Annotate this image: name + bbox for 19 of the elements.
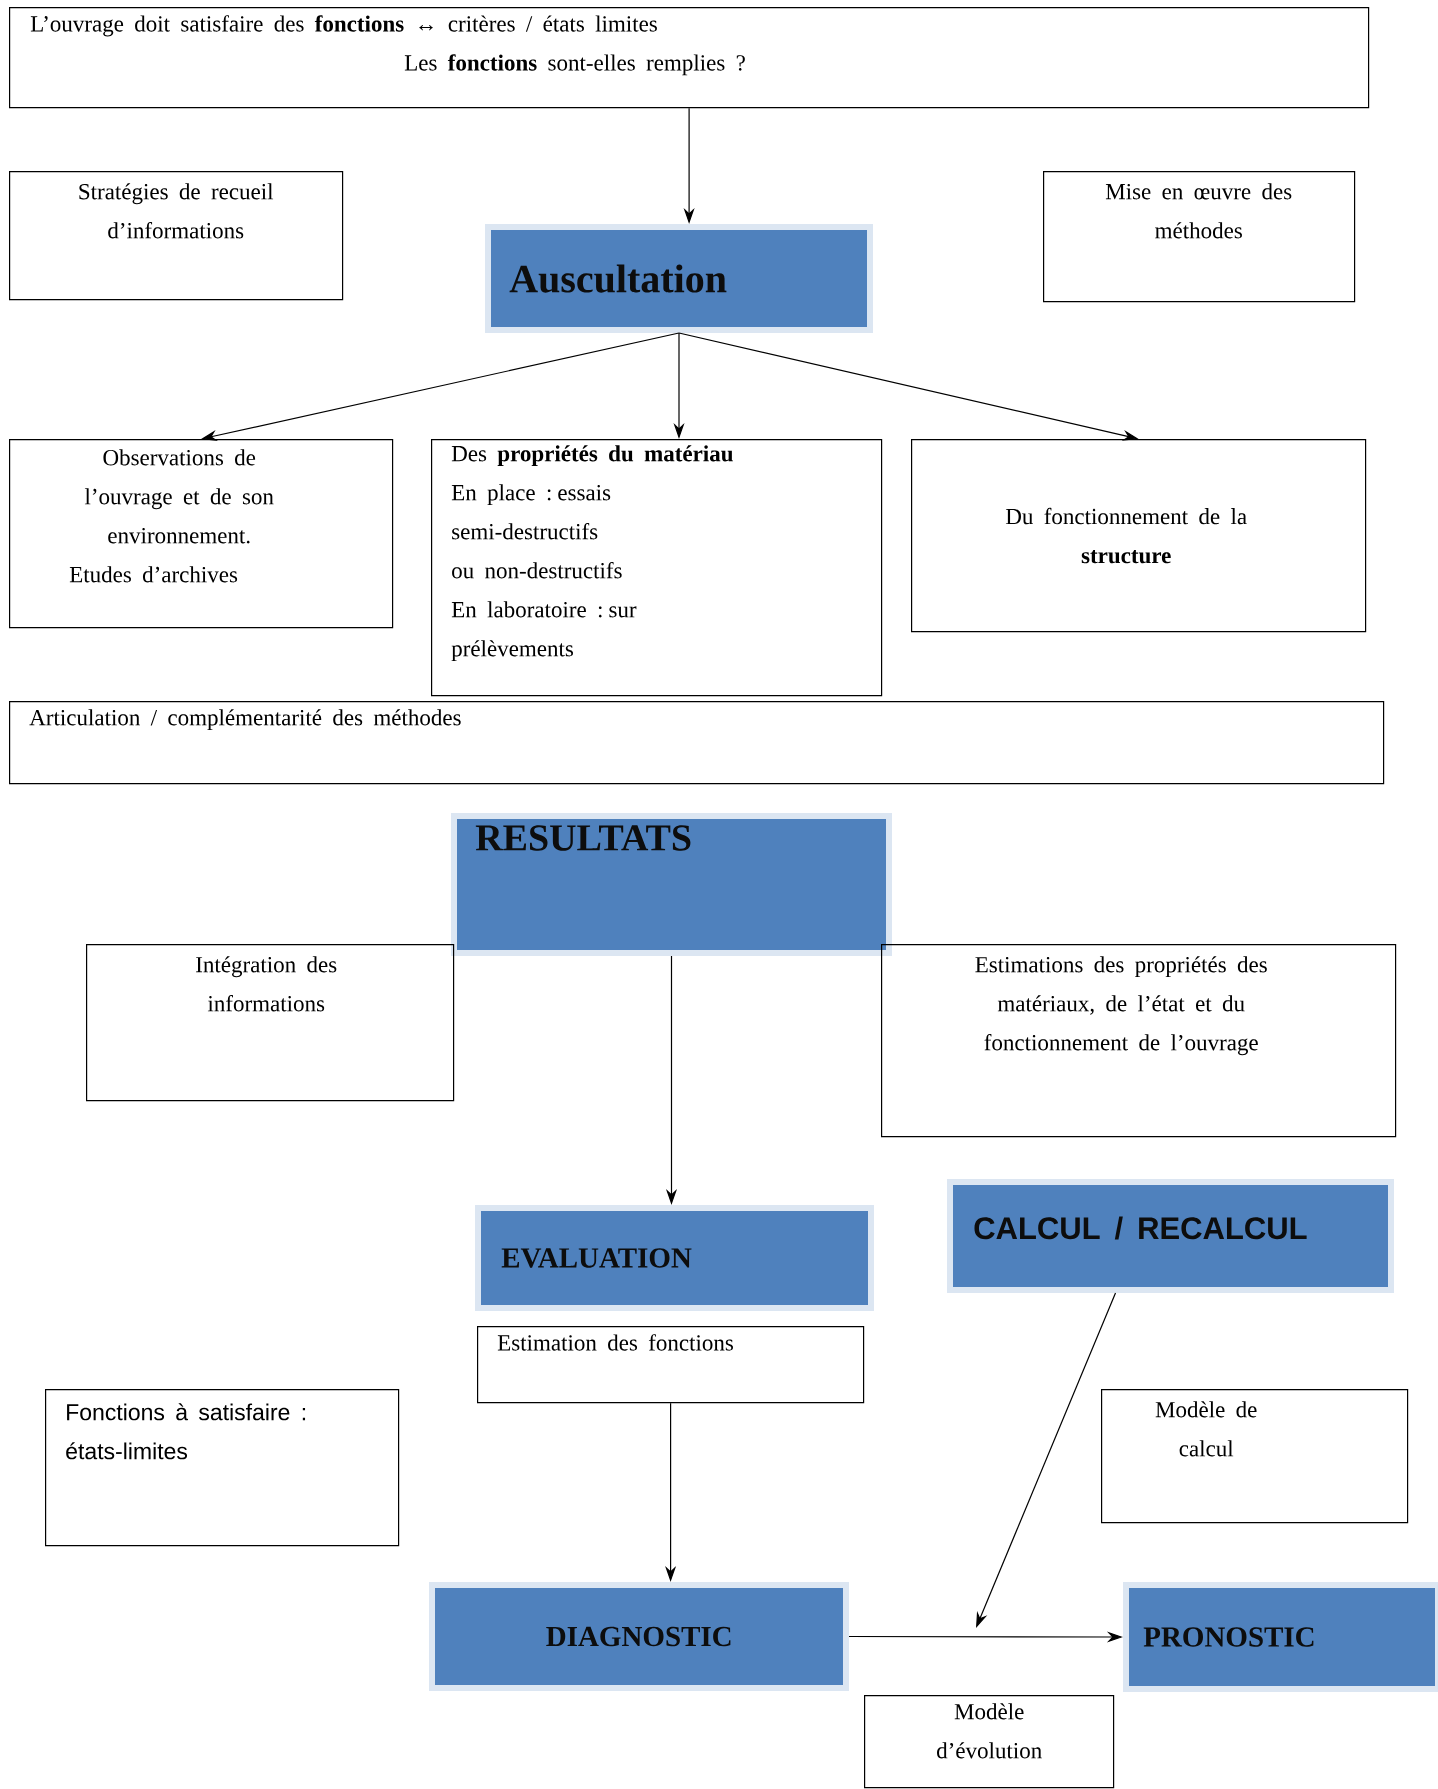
- text-box: Estimations des propriétés des matériaux, de l’état et du fonctionnement de l’ouvrage: [881, 944, 1397, 1138]
- title-banner: EVALUATION: [475, 1205, 874, 1311]
- text-box: Articulation / complémentarité des méthodes: [9, 701, 1385, 785]
- text-box: Intégration des informations: [86, 944, 455, 1102]
- title-banner: CALCUL / RECALCUL: [947, 1179, 1394, 1293]
- text-box: Modèle d’évolution: [864, 1695, 1115, 1789]
- text-box: Estimation des fonctions: [477, 1326, 865, 1404]
- text-box: Des propriétés du matériau En place : essais semi-destructifs ou non-destructifs En laboratoire : sur prélèvements: [431, 439, 883, 697]
- text-box: Mise en œuvre des méthodes: [1043, 171, 1356, 303]
- title-banner: RESULTATS: [451, 813, 892, 956]
- text-box: Fonctions à satisfaire : états-limites: [45, 1389, 400, 1547]
- text-box: Modèle de calcul: [1101, 1389, 1409, 1524]
- text-box: Du fonctionnement de la structure: [911, 439, 1367, 633]
- text-box: L’ouvrage doit satisfaire des fonctions ↔ critères / états limites Les fonctions sont-elles remplies ?: [9, 7, 1370, 109]
- title-banner: Auscultation: [485, 224, 873, 333]
- title-banner: DIAGNOSTIC: [429, 1582, 849, 1691]
- text-box: Observations de l’ouvrage et de son environnement. Etudes d’archives: [9, 439, 394, 629]
- title-banner: PRONOSTIC: [1123, 1582, 1438, 1692]
- text-box: Stratégies de recueil d’informations: [9, 171, 344, 301]
